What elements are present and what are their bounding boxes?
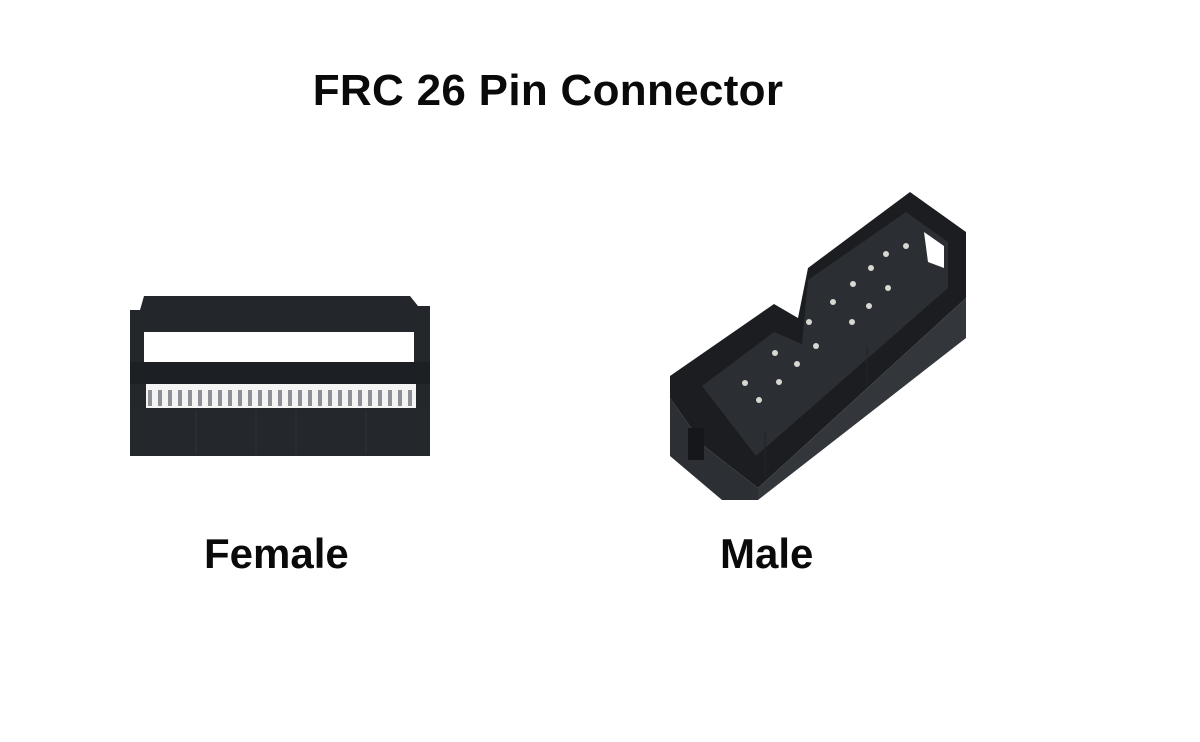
female-connector-image — [130, 296, 430, 456]
male-connector-image — [670, 192, 966, 500]
page-title: FRC 26 Pin Connector — [312, 66, 784, 115]
female-label: Female — [204, 530, 349, 577]
male-label: Male — [720, 530, 814, 577]
